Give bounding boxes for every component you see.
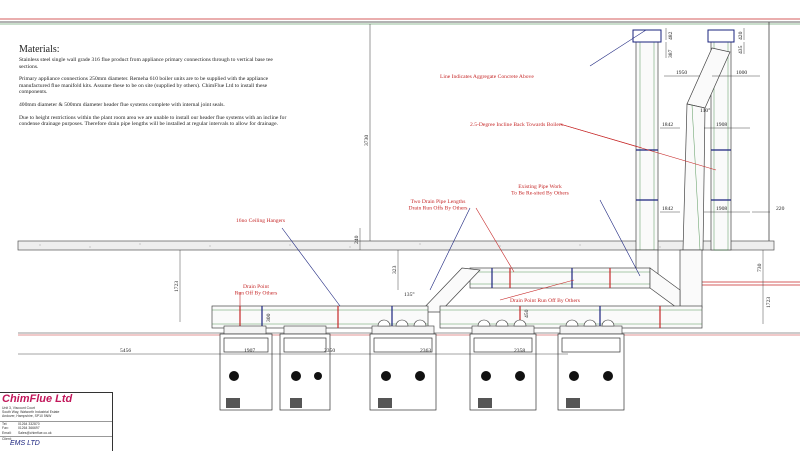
dim-730: 730 [757,263,763,272]
angled-flue-lower [682,103,706,251]
concrete-slab [17,240,775,251]
materials-paragraph: Due to height restrictions within the pl… [19,114,287,128]
address-line: Andover, Hampshire, SP10 5NW [2,414,52,419]
annotation-drain-point-1-line: Run Off By Others [235,289,278,296]
title-block: ChimFlue Ltd Unit 3, Viscount Court Sout… [0,392,113,451]
annotation-drain-point-1-line: Drain Point [243,284,269,290]
materials-paragraph: Stainless steel single wall grade 316 fl… [19,57,273,70]
materials-notes: Materials: Stainless steel single wall g… [19,44,289,134]
contact-tel: Tel:01264 332870 [2,422,40,426]
client-label: Client: [2,437,12,441]
dim-1842a: 1842 [662,122,673,128]
boiler-bases [226,398,580,408]
dim-1908a: 1908 [716,122,727,128]
boiler-connectors [223,325,623,335]
header-flue-lower [211,305,429,329]
vertical-flue-right [707,29,735,251]
annotation-aggregate: Line Indicates Aggregate Concrete Above [440,74,534,80]
materials-paragraph: 400mm diameter & 500mm diameter header f… [19,101,225,108]
annotation-ceiling-hangers: 16no Ceiling Hangers [236,218,285,224]
dim-220: 220 [776,206,785,212]
annotation-existing-line: To Be Re-sited By Others [511,190,569,196]
dim-240: 240 [354,235,360,244]
divider [0,421,112,422]
angle-inner [691,104,701,251]
dim-5456: 5456 [120,348,131,354]
dim-1950: 1950 [676,70,687,76]
annotation-existing-line: Existing Pipe Work [518,184,562,190]
company-logo: ChimFlue Ltd [2,393,73,405]
boiler-domes [377,319,615,327]
dim-435: 435 [738,45,744,54]
dim-1907: 1907 [244,348,255,354]
dim-135: 135° [404,291,415,298]
vertical-flue-left [632,29,662,251]
annotation-drain-lengths-line: Drain Run Offs By Others [409,204,468,211]
dim-387: 387 [668,49,674,58]
dimension-lines [18,28,770,355]
annotation-drain-lengths-line: Two Drain Pipe Lengths [411,199,466,205]
dim-300: 300 [266,313,272,322]
dim-2358: 2358 [514,348,525,354]
dim-420: 420 [738,31,744,40]
dim-1723b: 1723 [766,297,772,308]
dim-1723: 1723 [174,281,180,292]
materials-paragraph: Primary appliance connections 250mm diam… [19,76,269,96]
contact-email: Email:Sales@chimflue.co.uk [2,430,52,435]
header-flue-riser [419,267,481,313]
header-flue-upper [469,267,651,289]
materials-heading: Materials: [19,44,60,55]
dim-2363: 2363 [420,348,431,354]
client-name: EMS LTD [10,440,40,447]
dim-482: 482 [668,31,674,40]
dim-1000: 1000 [736,70,747,76]
address-line: Unit 3, Viscount Court [2,406,35,410]
boiler-units [219,333,625,411]
contact-fax: Fax:01264 366697 [2,426,40,431]
divider [0,436,112,437]
header-flue-elbow [649,267,681,311]
dim-3730: 3730 [364,135,370,146]
leader-lines [239,29,717,307]
boiler-burners [229,371,613,381]
dim-1842b: 1842 [662,206,673,212]
dim-450: 450 [524,309,530,318]
vertical-flue-lower [679,249,703,309]
annotation-drain-point-2: Drain Point Run Off By Others [510,297,580,304]
dim-1908b: 1908 [716,206,727,212]
dim-110: 110° [700,107,710,114]
company-address: Unit 3, Viscount Court South Way, Walwor… [2,406,59,418]
dim-323: 323 [392,265,398,274]
annotation-incline: 2.5-Degree Incline Back Towards Boilers [470,122,563,128]
address-line: South Way, Walworth Industrial Estate [2,410,60,415]
dim-2350: 2350 [324,348,335,354]
company-contacts: Tel:01264 332870 Fax:01264 366697 Email:… [2,422,52,435]
